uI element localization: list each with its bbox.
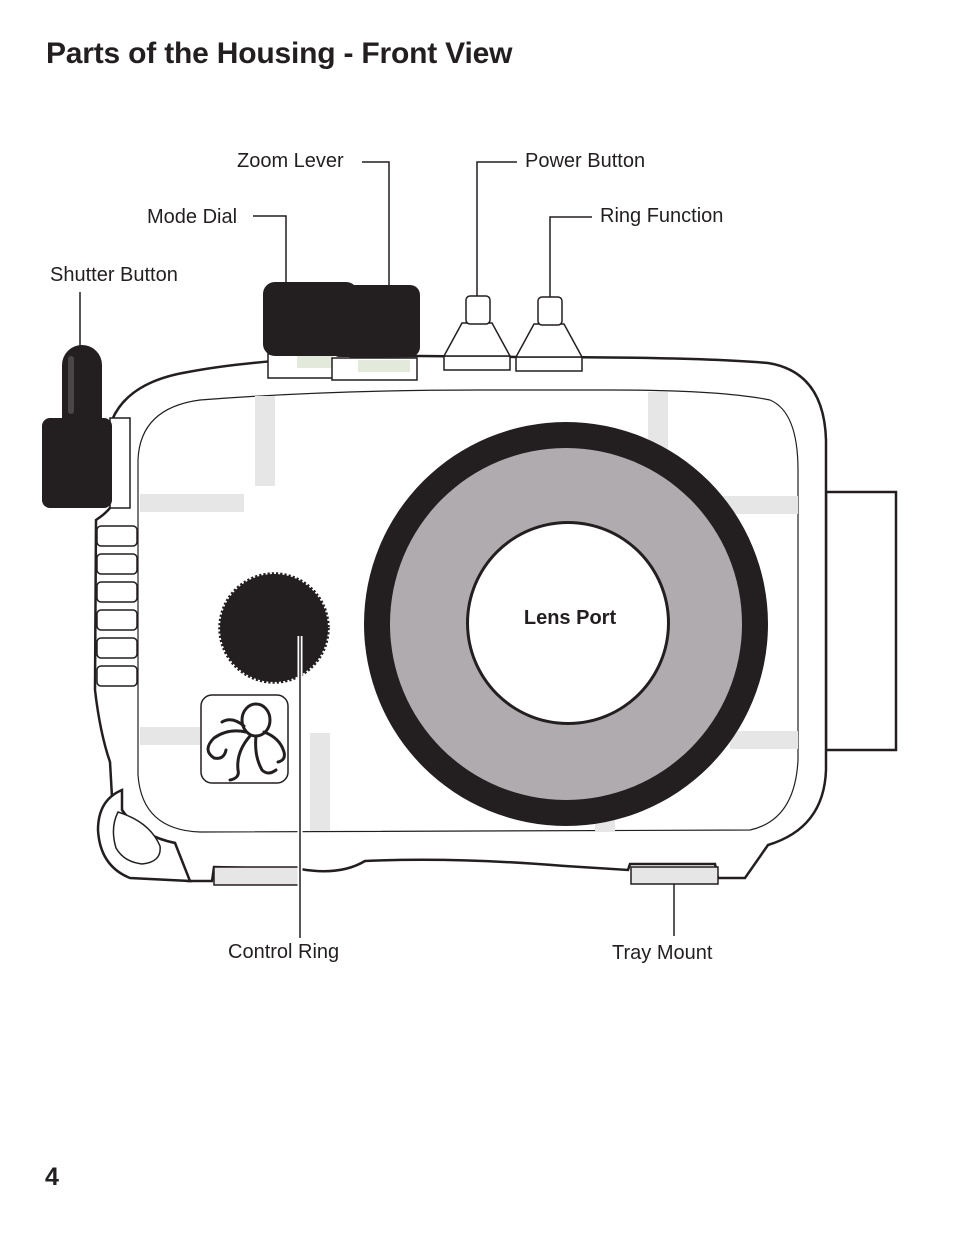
lens-port-label: Lens Port [524,607,617,629]
page-number: 4 [45,1163,59,1191]
power-button[interactable] [442,295,512,371]
ring-function-label: Ring Function [600,205,723,227]
tray-mount-right [630,866,719,885]
page-title: Parts of the Housing - Front View [46,37,513,70]
side-latch-ridges [96,525,138,687]
mode-dial-label: Mode Dial [147,206,237,228]
power-button-label: Power Button [525,150,645,172]
side-grip-panel [824,490,898,752]
tray-mount-left [213,866,301,886]
leader-lines [79,161,675,938]
zoom-lever-label: Zoom Lever [237,150,344,172]
shutter-button[interactable] [42,345,131,509]
strap-bands [140,392,798,832]
control-ring-label: Control Ring [228,941,339,963]
shutter-button-label: Shutter Button [50,264,178,286]
top-controls [267,353,418,381]
ring-function-button[interactable] [514,296,584,372]
tray-mount-label: Tray Mount [612,942,713,964]
lens-port [364,422,768,826]
zoom-lever[interactable] [330,285,420,357]
control-ring[interactable] [218,572,330,684]
octopus-logo-icon [200,694,289,784]
